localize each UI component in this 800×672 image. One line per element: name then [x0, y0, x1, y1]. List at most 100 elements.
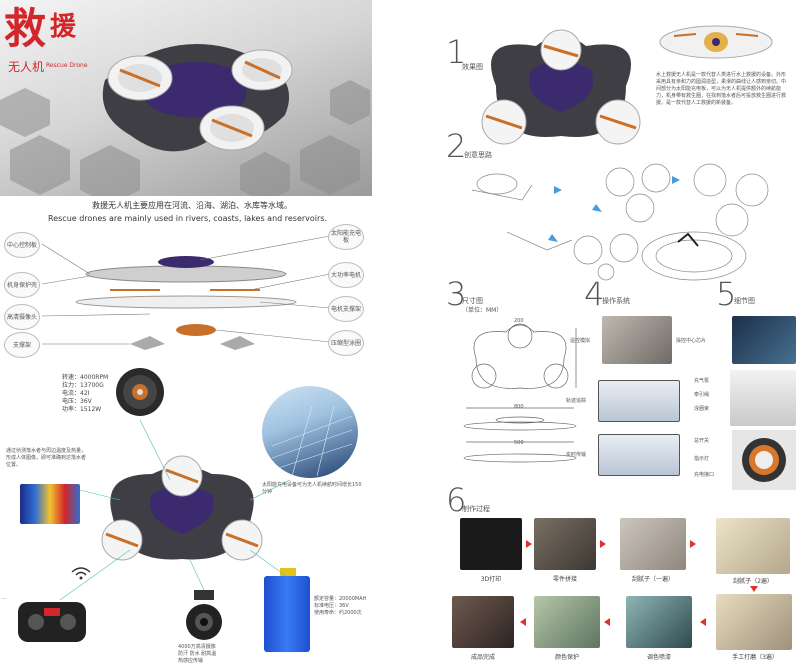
process-photo-finished: [452, 596, 514, 648]
subtitle-en: Rescue Drone: [46, 62, 88, 69]
remote-controller: [18, 602, 86, 642]
render-main: [481, 29, 641, 145]
solar-grid: [271, 405, 353, 477]
section-3-sub: （单位：MM）: [462, 307, 503, 314]
section-4-label: 操作系统: [602, 297, 630, 305]
section-1-label: 效果图: [462, 63, 483, 71]
op-item-tracking: 轨迹追踪: [566, 398, 587, 404]
process-arrow: [520, 618, 526, 626]
callout-body-shell: 机身保护壳: [4, 272, 40, 298]
callout-motor-support: 电机支撑架: [328, 296, 364, 322]
camera-note-line: 防汗 防水 耐高温: [178, 651, 217, 657]
section-5-label: 细节图: [734, 297, 755, 305]
callout-swim-ring: 压缩型泳圈: [328, 330, 364, 356]
process-photo-putty-1: [620, 518, 686, 570]
section-6-label: 制作过程: [462, 505, 490, 513]
section-2-label: 创意思路: [464, 151, 492, 159]
op-item-remote: 遥控模拟: [570, 338, 591, 344]
section-4-number: 4: [584, 275, 605, 313]
process-photo-3d-print: [460, 518, 522, 570]
dimension-drawings: [463, 323, 577, 463]
process-caption: 刮腻子（2遍）: [733, 578, 773, 585]
process-photo-color-protect: [534, 596, 600, 648]
process-arrow: [526, 540, 532, 548]
title-small: 援: [50, 12, 77, 42]
callout-control-board: 中心控制板: [4, 232, 40, 258]
process-arrow: [690, 540, 696, 548]
process-caption: 3D打印: [480, 576, 502, 583]
dim-label-top: 200: [514, 318, 524, 324]
dim-label-low: 500: [514, 440, 524, 446]
callout-solar-panel: 太阳能充电板: [328, 224, 364, 250]
render-side: [659, 25, 773, 59]
process-photo-spray: [626, 596, 692, 648]
battery-image: [264, 576, 310, 652]
process-caption: 手工打磨（3遍）: [732, 654, 778, 661]
solar-photo: [262, 386, 358, 478]
desc-cn: 救援无人机主要应用在河流、沿海、湖泊、水库等水域。: [92, 201, 292, 210]
process-caption: 调色喷漆: [646, 654, 671, 661]
concept-sketches: [471, 163, 769, 281]
live-screen: [598, 434, 680, 476]
callout-hd-camera: 高清摄像头: [4, 304, 40, 330]
camera-note-line: 热感应传输: [178, 658, 204, 664]
battery-spec: 标准电压：36V: [314, 603, 349, 609]
section-1-number: 1: [446, 33, 467, 71]
detail-pump: 充气泵: [694, 378, 710, 384]
process-caption: 刮腻子（一遍）: [631, 576, 674, 583]
hero-render: [0, 0, 372, 196]
exploded-view: [41, 235, 331, 350]
wifi-icon: [71, 567, 91, 580]
solar-note: 太阳能充电设备可为无人机续航时间增长150分钟: [262, 482, 362, 495]
remote-photo: [602, 316, 672, 364]
camera-note-line: 4000万高清摄像: [178, 644, 216, 650]
process-caption: 成品完成: [470, 654, 495, 661]
top-view-drone: [101, 455, 263, 561]
tracking-screen: [598, 380, 680, 422]
op-center-chip: 操控中心芯片: [676, 338, 707, 344]
hex-pattern: [0, 44, 370, 196]
detail-rope: 牵引绳: [694, 392, 710, 398]
process-caption: 零件拼接: [552, 576, 577, 583]
section-6-number: 6: [446, 481, 467, 519]
section-5-number: 5: [716, 275, 737, 313]
process-arrow: [604, 618, 610, 626]
dim-label-mid: 800: [514, 404, 524, 410]
spec-voltage: 电压：36V: [62, 398, 92, 405]
section-1-desc: 水上救援无人机是一款代替人类进行水上救援的设备。外形采用具有亲和力的圆润造型，柔…: [656, 72, 787, 106]
process-caption: 颜色保护: [554, 654, 579, 661]
detail-led: 指示灯: [694, 456, 710, 462]
process-photo-assembly: [534, 518, 596, 570]
process-arrow: [750, 586, 758, 592]
process-arrow: [700, 618, 706, 626]
section-3-number: 3: [446, 275, 467, 313]
process-photo-putty-2: [716, 518, 790, 574]
thermal-note: 通过侦测落水者与周边温度及热量，形成人体图像，即可准确到达落水者位置。: [6, 448, 87, 468]
title-big: 救: [4, 4, 47, 53]
op-item-live: 实时传输: [566, 452, 587, 458]
callout-support-frame: 支撑架: [4, 332, 40, 358]
detail-pump-photo: [730, 370, 796, 426]
detail-chip-photo: [732, 316, 796, 364]
detail-switch-photo: [732, 430, 796, 490]
desc-en: Rescue drones are mainly used in rivers,…: [48, 214, 328, 223]
detail-ring: 泳圈束: [694, 406, 710, 412]
camera-note: 4000万高清摄像 防汗 防水 耐高温 热感应传输: [178, 644, 216, 665]
connector-lines: [59, 419, 291, 601]
spec-thrust: 拉力：13700G: [62, 382, 104, 389]
process-arrow: [600, 540, 606, 548]
process-photo-sanding: [716, 594, 792, 650]
subtitle: 无人机: [8, 60, 45, 74]
battery-specs: 额定容量：20000MAH 标准电压：36V 使用寿命：约2000次: [314, 596, 366, 617]
controller-labels: ···: [2, 596, 7, 602]
callout-motor: 大功率电机: [328, 262, 364, 288]
section-3-label: 尺寸图: [462, 297, 483, 305]
motor-specs: 转速：4000RPM 拉力：13700G 电流：42I 电压：36V 功率：15…: [62, 374, 108, 414]
thermal-image: [20, 484, 80, 524]
detail-switch: 总开关: [694, 438, 710, 444]
battery-spec: 使用寿命：约2000次: [314, 610, 362, 616]
motor-image: [116, 368, 164, 416]
spec-rpm: 转速：4000RPM: [62, 374, 109, 381]
battery-wire: [280, 568, 296, 576]
section-2-number: 2: [446, 127, 467, 165]
